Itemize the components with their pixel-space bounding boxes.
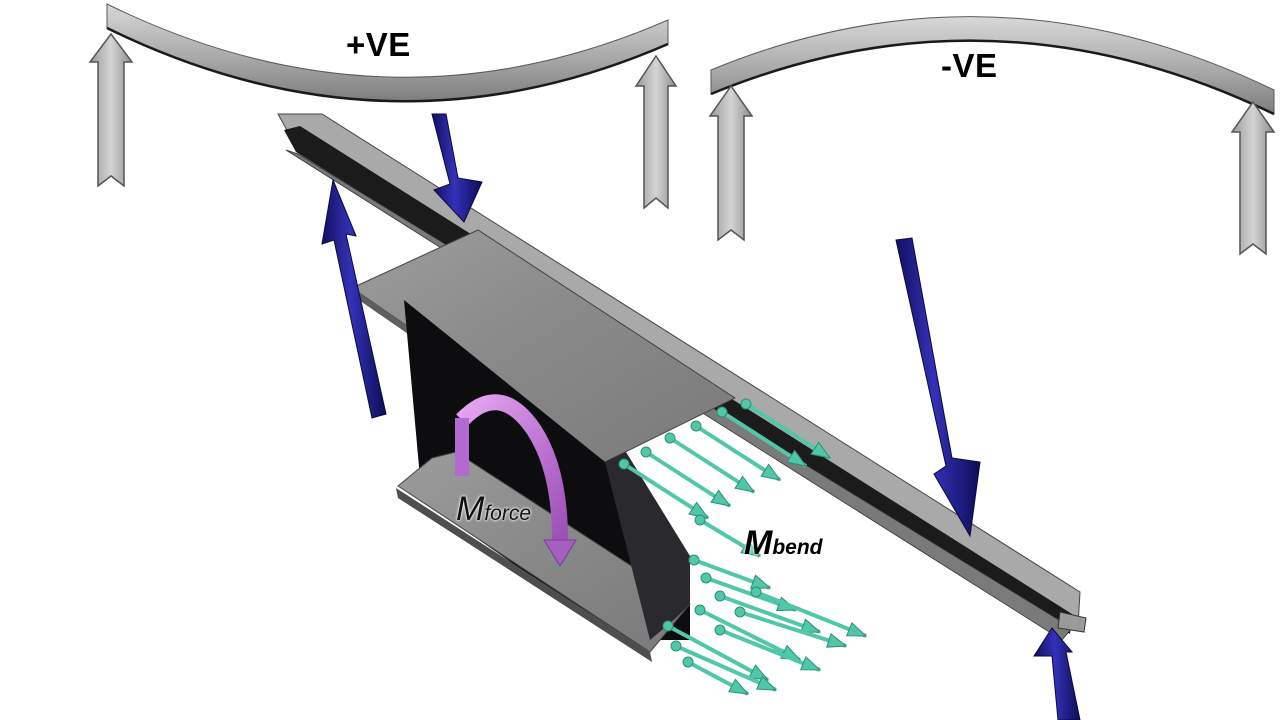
stress-arrow <box>714 624 822 672</box>
stress-arrow <box>618 458 710 520</box>
support-arrow-left-positive <box>88 32 134 188</box>
positive-label: +VE <box>346 26 411 63</box>
m-bend-sub: bend <box>772 536 823 559</box>
support-arrow-right-negative <box>1230 100 1276 256</box>
stress-arrow <box>670 640 778 692</box>
load-arrow-up-left <box>321 178 387 419</box>
load-arrow-up-right <box>1033 627 1081 720</box>
stress-arrow <box>640 446 732 508</box>
bending-stress-arrows <box>618 398 868 696</box>
stress-arrow <box>716 406 808 468</box>
stress-arrow <box>662 620 770 682</box>
load-arrow-down-top <box>431 113 483 223</box>
stress-arrow <box>694 514 762 558</box>
support-arrow-right-positive <box>634 54 678 210</box>
support-arrow-left-negative <box>708 84 754 242</box>
negative-moment-beam <box>710 16 1275 116</box>
negative-label: -VE <box>941 47 998 84</box>
m-force-sub: force <box>484 502 532 525</box>
stress-arrow <box>740 398 832 460</box>
m-force-main: M <box>456 490 485 528</box>
stress-arrow <box>682 656 750 696</box>
stress-arrow <box>750 586 868 638</box>
stress-arrow <box>688 554 772 590</box>
m-force-label: Mforce <box>456 490 531 529</box>
stress-arrow <box>664 432 756 494</box>
stress-arrow <box>734 606 848 648</box>
stress-arrow <box>714 590 822 634</box>
moment-force-arc <box>455 394 577 567</box>
m-bend-main: M <box>744 524 773 562</box>
m-bend-label: Mbend <box>744 524 823 563</box>
positive-moment-beam <box>106 3 669 103</box>
load-arrow-down-right <box>895 237 981 538</box>
stress-arrow <box>690 420 782 482</box>
